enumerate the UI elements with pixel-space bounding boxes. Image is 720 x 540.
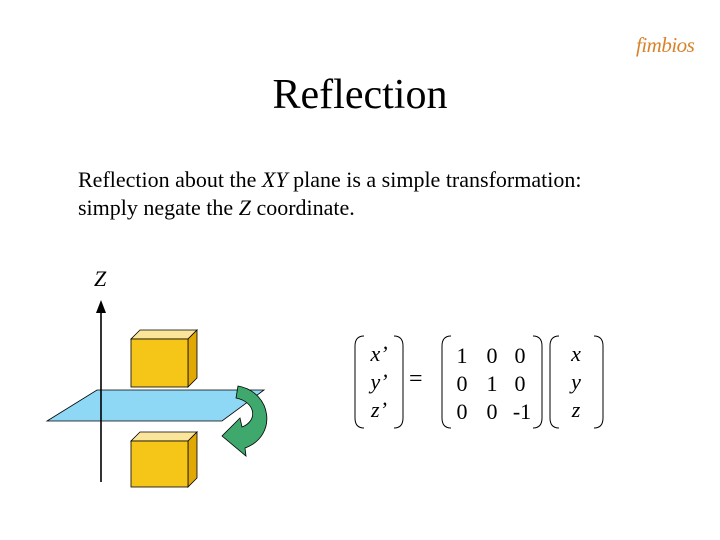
lower-cube-front [130,440,189,488]
z-axis-arrowhead [96,300,106,313]
z-axis [96,300,106,482]
rhs-vector: x y z [560,340,592,430]
matrix-cell: 1 [456,343,468,368]
matrix-cell: 0 [514,343,526,368]
transformation-matrix: 1 0 0 0 1 0 0 0 -1 [452,342,536,432]
body-line1-part1: Reflection about the [78,167,262,192]
lhs-x-prime: x’ [370,341,388,366]
lhs-left-bracket [354,335,365,429]
matrix-cell: 0 [456,399,468,424]
body-line2-z: Z [238,195,251,220]
lhs-vector: x’ y’ z’ [359,340,399,430]
lhs-y-prime: y’ [370,369,388,394]
matrix-left-bracket [441,335,452,429]
logo-text: fimbios [636,33,695,57]
body-text: Reflection about the XY plane is a simpl… [78,166,698,222]
body-line2-part1: simply negate the [78,195,239,220]
rhs-right-bracket [593,335,604,429]
body-line1-part2: plane is a simple transformation: [287,167,582,192]
slide-title: Reflection [272,72,448,118]
matrix-cell: 0 [486,343,498,368]
rhs-left-bracket [549,335,560,429]
rhs-y: y [571,369,581,394]
lower-cube [130,431,198,488]
lhs-right-bracket [393,335,404,429]
matrix-cell: -1 [512,399,532,424]
matrix-cell: 0 [456,371,468,396]
z-axis-label: Z [94,266,107,291]
lhs-z-prime: z’ [371,397,387,422]
reflection-arrow-icon [221,385,268,457]
rhs-x: x [571,341,581,366]
upper-cube [130,329,198,388]
body-line1-xy: XY [261,167,288,192]
matrix-right-bracket [532,335,543,429]
fimbios-logo: fimbios [636,30,696,64]
body-line2-part2: coordinate. [250,195,355,220]
matrix-cell: 0 [486,399,498,424]
matrix-cell: 0 [514,371,526,396]
upper-cube-front [130,338,189,388]
matrix-cell: 1 [486,371,498,396]
rhs-z: z [571,397,581,422]
equals-sign: = [409,366,423,392]
